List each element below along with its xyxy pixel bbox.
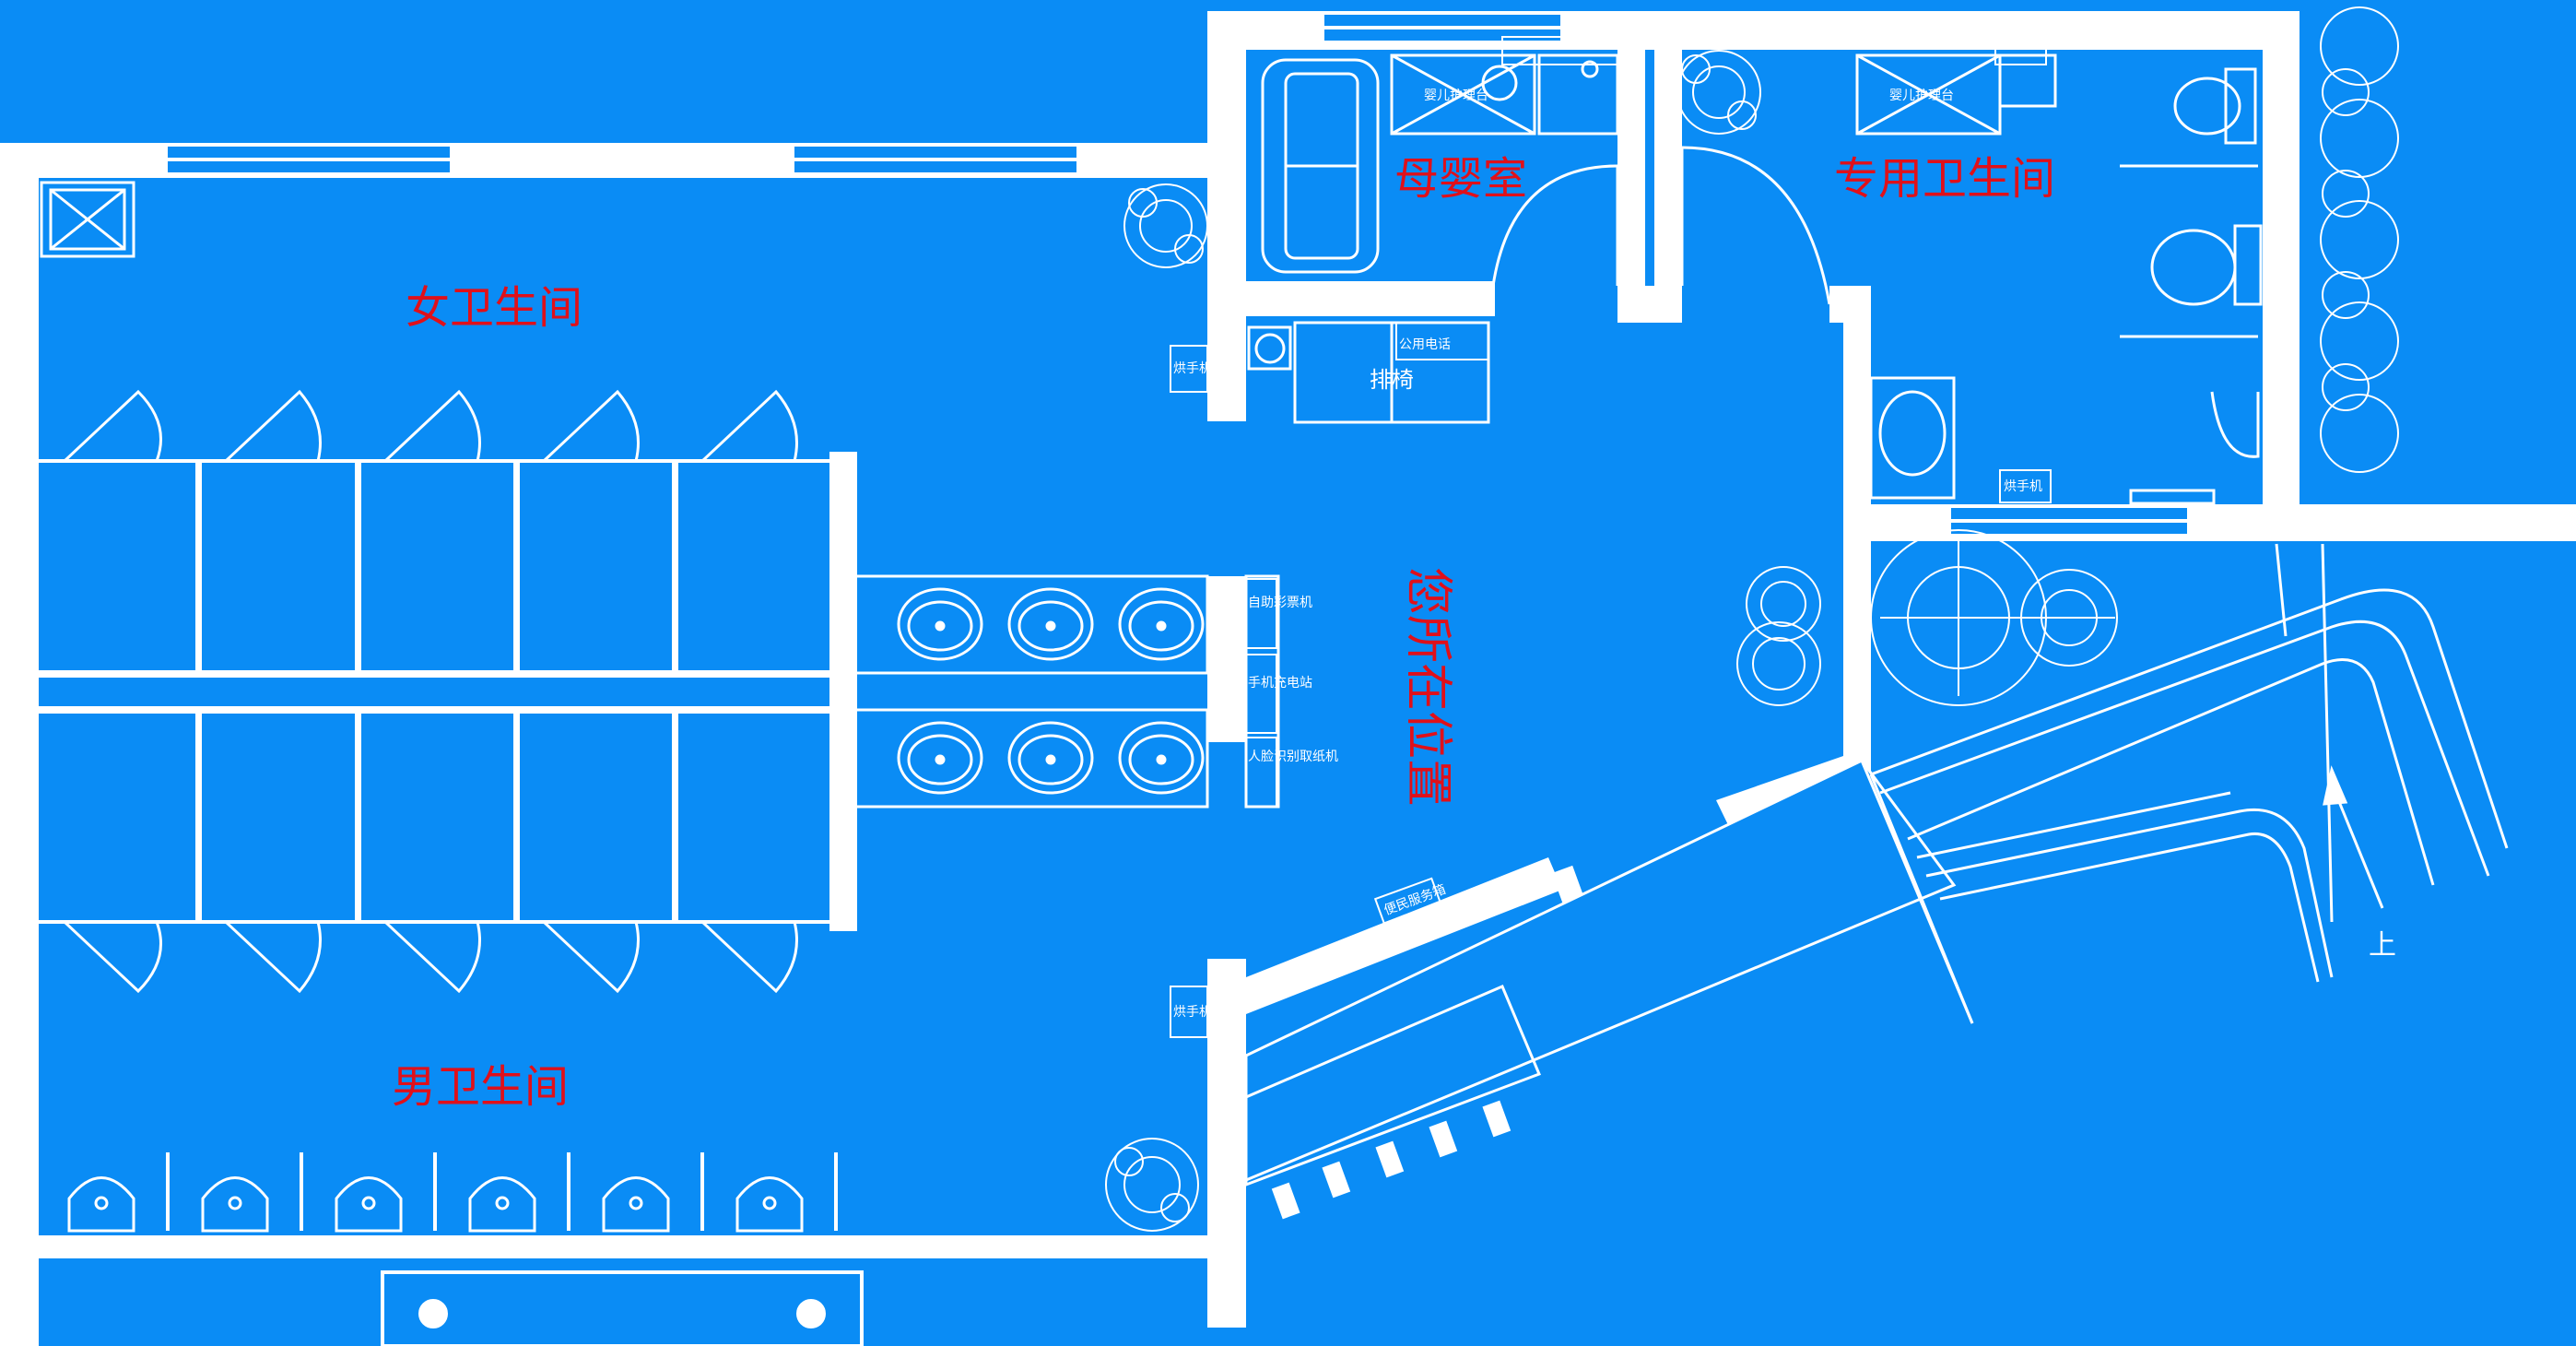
tree-icon	[1870, 529, 2047, 706]
hand-dryer-label-2: 烘手机	[1173, 1005, 1212, 1020]
urinal-icon	[335, 1176, 403, 1233]
shrub-icon	[1746, 566, 1821, 642]
hand-dryer-label-3: 烘手机	[2004, 479, 2042, 494]
vent-box	[381, 1270, 864, 1346]
urinal-divider	[166, 1152, 170, 1231]
up-label: 上	[2369, 929, 2396, 962]
windows	[69, 11, 2191, 1246]
urinal-divider	[300, 1152, 303, 1231]
up-arrow-icon	[2323, 765, 2384, 909]
room-label-mother-baby: 母婴室	[1394, 153, 1527, 205]
stall-partitions	[39, 452, 848, 931]
hand-dryer-label: 烘手机	[1173, 361, 1212, 376]
urinal-icon	[468, 1176, 536, 1233]
sink-icon	[1118, 721, 1205, 795]
floor-drain-fixture	[40, 181, 135, 258]
ramp	[1244, 543, 2509, 1183]
mother-baby-furniture	[1247, 53, 1619, 424]
sink-icon	[1007, 587, 1094, 661]
tissue-label: 人脸识别取纸机	[1248, 750, 1338, 764]
sink-icon	[897, 721, 983, 795]
urinal-icon	[602, 1176, 670, 1233]
shrub-icon	[1123, 183, 1208, 268]
fixture-boxes	[1170, 36, 2052, 1038]
grating-strip	[1244, 985, 1541, 1187]
shrub-icon	[1676, 50, 1761, 135]
sink-icon	[897, 587, 983, 661]
public-phone-label: 公用电话	[1399, 337, 1451, 352]
sink-icon	[1007, 721, 1094, 795]
tree-icon	[2020, 569, 2118, 667]
urinal-divider	[700, 1152, 704, 1231]
urinal-divider	[433, 1152, 437, 1231]
accessible-fixtures	[1680, 53, 2263, 505]
stall-doors	[63, 389, 798, 994]
lottery-label: 自助彩票机	[1248, 596, 1312, 610]
urinal-icon	[201, 1176, 269, 1233]
room-label-accessible: 专用卫生间	[1834, 153, 2055, 205]
urinal-divider	[834, 1152, 838, 1231]
bench-label: 排椅	[1370, 367, 1414, 393]
you-are-here-label: 您所在位置	[1400, 567, 1455, 807]
plants	[1105, 6, 2399, 1232]
charging-label: 手机充电站	[1248, 676, 1312, 691]
room-label-women: 女卫生间	[406, 282, 582, 334]
sink-icon	[1118, 587, 1205, 661]
urinal-icon	[67, 1176, 135, 1233]
urinal-icon	[735, 1176, 804, 1233]
urinal-divider	[567, 1152, 570, 1231]
shrub-icon	[1736, 621, 1821, 706]
room-label-men: 男卫生间	[392, 1061, 569, 1113]
hedge-icon	[2320, 6, 2399, 473]
baby-table-label: 婴儿护理台	[1424, 89, 1488, 103]
sink-counters	[851, 574, 1280, 809]
shrub-icon	[1105, 1138, 1199, 1232]
grating-bars	[1271, 1100, 1511, 1220]
baby-table-label-2: 婴儿护理台	[1889, 89, 1954, 103]
